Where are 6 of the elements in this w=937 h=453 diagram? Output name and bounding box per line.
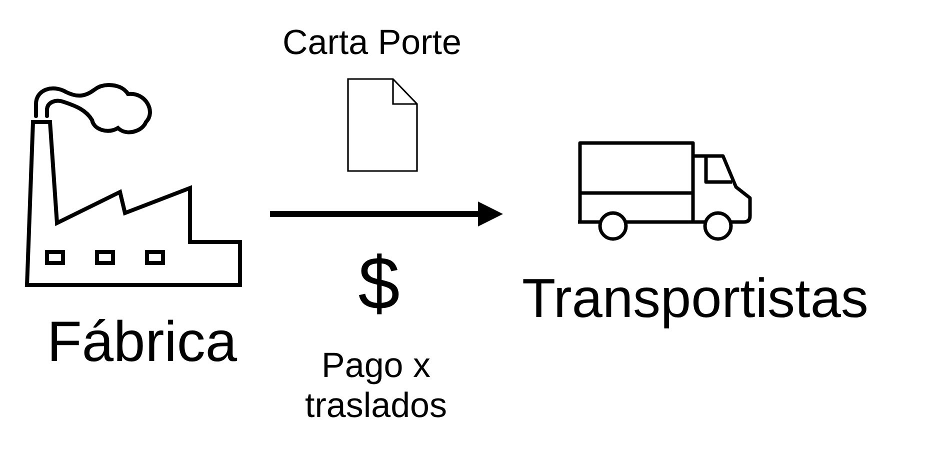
arrow	[270, 202, 503, 226]
annotation-label: Carta Porte	[282, 25, 462, 60]
node-label: Fábrica	[47, 314, 238, 371]
node-label: Transportistas	[522, 271, 868, 326]
dollar-sign: $	[358, 246, 400, 321]
annotation-label: Pago x traslados	[304, 346, 448, 426]
